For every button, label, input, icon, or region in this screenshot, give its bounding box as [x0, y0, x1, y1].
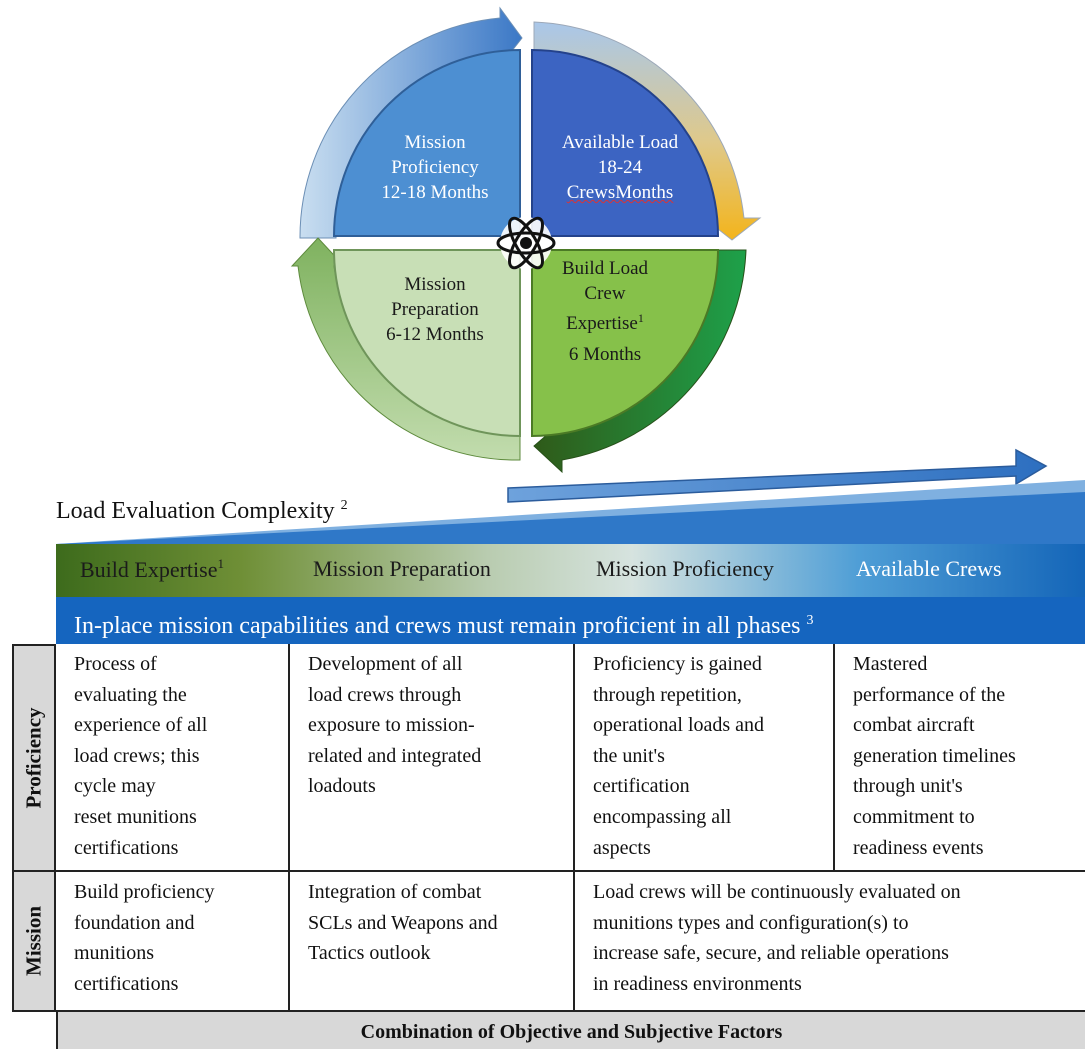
quadrant-line: Crew: [584, 283, 626, 304]
complexity-label: Load Evaluation Complexity 2: [56, 498, 348, 525]
quadrant-available-load: [531, 48, 720, 237]
footnote-marker: 1: [637, 311, 644, 325]
complexity-arrow: [507, 448, 1048, 503]
quadrant-line: Expertise1: [540, 306, 670, 336]
quadrant-line: 6-12 Months: [386, 324, 484, 345]
phase-band: [56, 544, 1085, 597]
table-cell: Mastered performance of the combat aircr…: [835, 644, 1085, 872]
quadrant-label-available-load: Available Load 18-24 CrewsMonths: [540, 130, 700, 205]
phase-label: Available Crews: [856, 556, 1002, 581]
banner-text: In-place mission capabilities and crews …: [74, 613, 801, 639]
phase-table: Process of evaluating the experience of …: [56, 644, 1085, 1012]
row-label-text: Proficiency: [21, 707, 46, 809]
table-cell: Proficiency is gained through repetition…: [575, 644, 835, 872]
quadrant-line: Mission: [404, 132, 466, 153]
quadrant-line-text: Expertise: [566, 313, 638, 334]
atom-icon: [496, 216, 556, 270]
quadrant-line: Proficiency: [391, 157, 479, 178]
quadrant-mission-preparation: [332, 249, 521, 438]
footer-bar: Combination of Objective and Subjective …: [56, 1012, 1085, 1049]
proficiency-banner: In-place mission capabilities and crews …: [56, 597, 1085, 644]
phase-label: Mission Proficiency: [596, 556, 774, 581]
footer-text: Combination of Objective and Subjective …: [360, 1021, 783, 1043]
quadrant-line: Available Load: [561, 132, 679, 153]
footnote-marker: 2: [340, 498, 348, 513]
quadrant-label-mission-preparation: Mission Preparation 6-12 Months: [360, 272, 510, 347]
quadrant-line: Build Load: [561, 258, 649, 279]
phase-label: Mission Preparation: [313, 556, 491, 581]
quadrant-label-build-load-crew: Build Load Crew Expertise1 6 Months: [540, 256, 670, 367]
phase-available-crews: Available Crews: [856, 556, 1002, 582]
complexity-wedge-blend: [56, 492, 1085, 544]
table-cell: Development of all load crews through ex…: [290, 644, 575, 872]
phase-label: Build Expertise: [80, 557, 218, 582]
phase-build-expertise: Build Expertise1: [80, 556, 224, 583]
table-cell: Process of evaluating the experience of …: [56, 644, 290, 872]
quadrant-line: Preparation: [391, 299, 479, 320]
quadrant-build-load-crew: [531, 249, 720, 438]
quadrant-line: CrewsMonths: [566, 182, 674, 203]
footnote-marker: 1: [217, 556, 224, 571]
quadrant-line: Mission: [404, 274, 466, 295]
row-label-proficiency: Proficiency: [12, 644, 56, 872]
quadrant-line: 18-24: [597, 157, 643, 178]
quadrant-line: 6 Months: [568, 344, 642, 365]
quadrant-label-mission-proficiency: Mission Proficiency 12-18 Months: [360, 130, 510, 205]
phase-mission-preparation: Mission Preparation: [313, 556, 491, 582]
phase-mission-proficiency: Mission Proficiency: [596, 556, 774, 582]
table-cell: Load crews will be continuously evaluate…: [575, 872, 1085, 1012]
quadrant-mission-proficiency: [332, 48, 521, 237]
table-cell: Integration of combat SCLs and Weapons a…: [290, 872, 575, 1012]
table-cell: Build proficiency foundation and munitio…: [56, 872, 290, 1012]
footnote-marker: 3: [806, 613, 814, 628]
row-label-mission: Mission: [12, 870, 56, 1012]
quadrant-line: 12-18 Months: [381, 182, 489, 203]
row-label-text: Mission: [21, 905, 46, 977]
complexity-label-text: Load Evaluation Complexity: [56, 498, 335, 524]
